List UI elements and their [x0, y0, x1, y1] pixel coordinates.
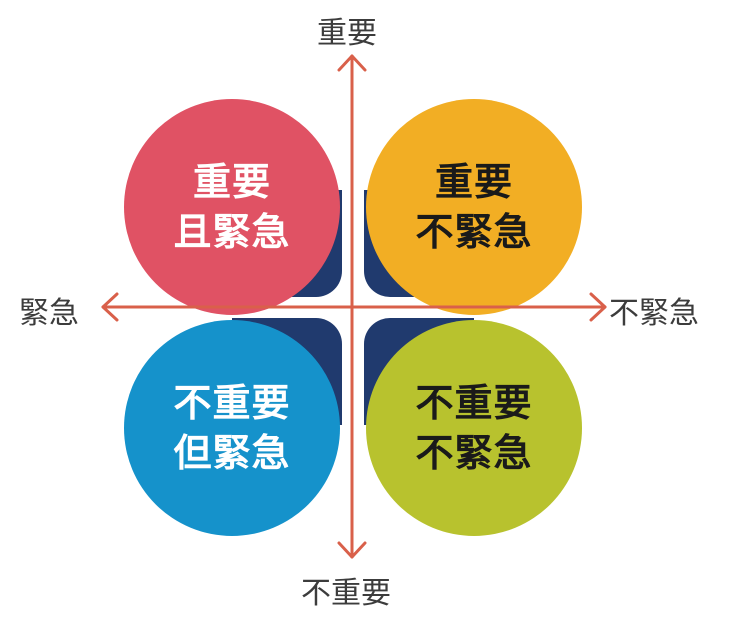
arrow-left-icon — [101, 292, 119, 322]
quadrant-label-line: 重要 — [192, 160, 271, 204]
quadrant-important-not-urgent: 重要 不緊急 — [366, 99, 582, 315]
arrow-up-icon — [337, 54, 367, 72]
quadrant-label-line: 但緊急 — [173, 431, 291, 475]
quadrant-not-important-urgent: 不重要 但緊急 — [124, 320, 340, 536]
axis-label-not-urgent: 不緊急 — [609, 296, 699, 331]
axis-label-urgent: 緊急 — [19, 296, 79, 331]
quadrant-label-line: 不緊急 — [415, 431, 533, 475]
quadrant-label-line: 且緊急 — [173, 210, 291, 254]
quadrant-label-line: 重要 — [434, 160, 513, 204]
arrow-down-icon — [337, 541, 367, 559]
quadrant-label-line: 不重要 — [173, 381, 291, 425]
axis-label-not-important: 不重要 — [301, 576, 391, 611]
quadrant-not-important-not-urgent: 不重要 不緊急 — [366, 320, 582, 536]
quadrant-label-line: 不重要 — [415, 381, 533, 425]
quadrant-important-urgent: 重要 且緊急 — [124, 99, 340, 315]
arrow-right-icon — [589, 292, 607, 322]
quadrant-label-line: 不緊急 — [415, 210, 533, 254]
axis-label-important: 重要 — [317, 16, 377, 51]
